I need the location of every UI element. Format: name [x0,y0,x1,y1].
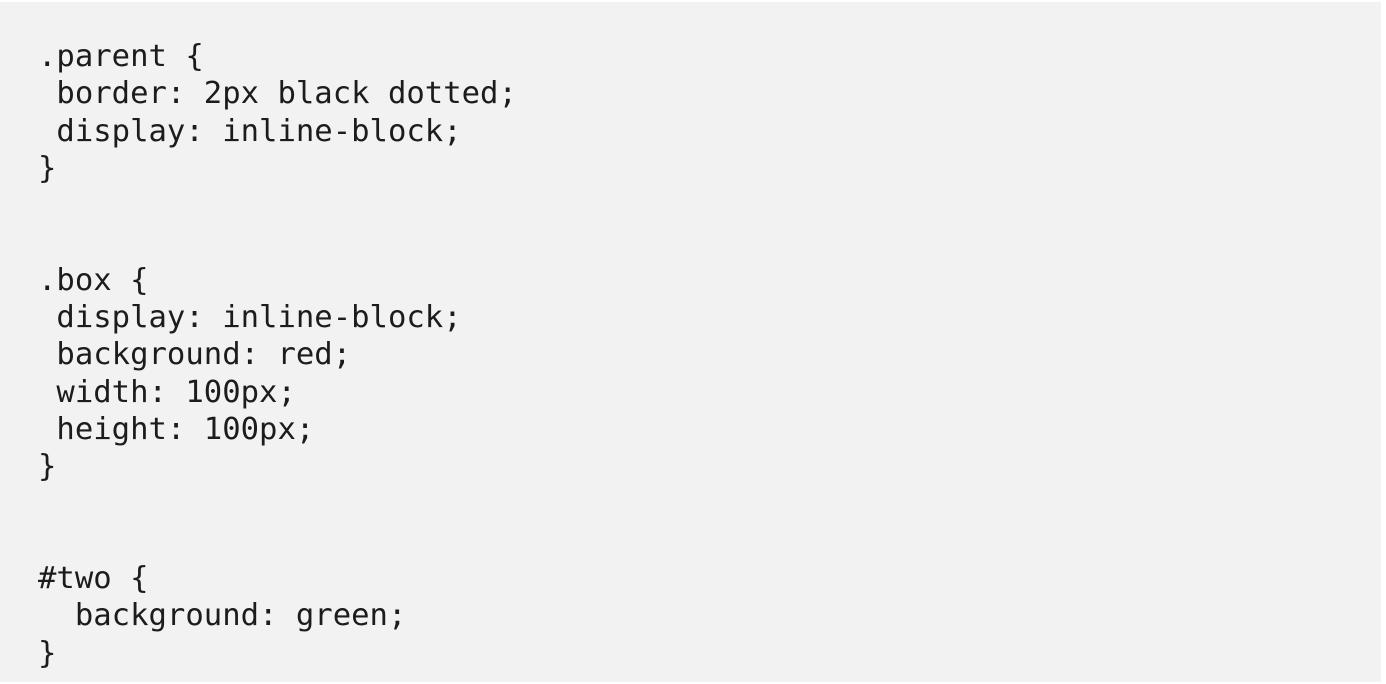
code-line [38,224,1381,261]
code-line: } [38,449,57,485]
code-line: #two { [38,561,149,597]
code-line: border: 2px black dotted; [38,76,517,112]
code-line: display: inline-block; [38,300,462,336]
code-line: background: green; [38,598,407,634]
code-line: .parent { [38,39,204,74]
code-line: background: red; [38,337,352,373]
code-line: height: 100px; [38,411,315,447]
code-line: .box { [38,262,149,298]
code-line [38,523,1381,560]
code-line: } [38,150,57,186]
code-line [38,187,1381,224]
code-line: width: 100px; [38,374,296,410]
code-line [38,486,1381,523]
code-line: display: inline-block; [38,113,462,149]
code-line: } [38,635,57,671]
